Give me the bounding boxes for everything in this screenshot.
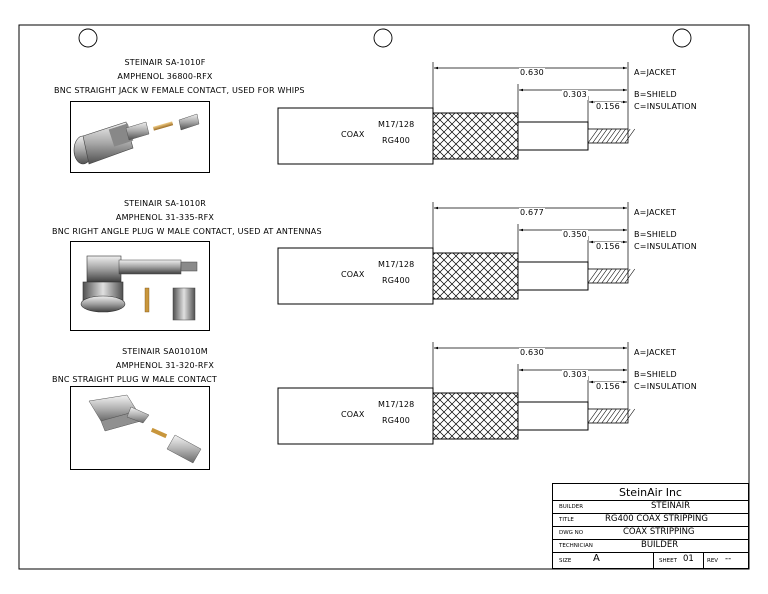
- cable-insulation-3: [517, 401, 589, 431]
- title-label: TITLE: [559, 517, 574, 523]
- sheet-label: SHEET: [659, 558, 677, 564]
- punch-hole-left: [78, 28, 98, 48]
- insulation-dim-1: 0.156: [595, 102, 621, 112]
- size-value: A: [593, 553, 600, 564]
- technician-value: BUILDER: [641, 540, 679, 550]
- insulation-dim-3: 0.156: [595, 382, 621, 392]
- connector-photo-1: [70, 101, 210, 173]
- part-number-1: STEINAIR SA-1010F: [124, 58, 206, 67]
- part-number-3: STEINAIR SA01010M: [122, 347, 208, 356]
- coax-label: COAX: [341, 270, 365, 279]
- shield-dim-1: 0.303: [562, 90, 588, 100]
- spec-label: M17/128: [378, 400, 415, 409]
- jacket-label: A=JACKET: [634, 68, 677, 77]
- size-label: SIZE: [559, 558, 572, 564]
- dwg-label: DWG NO: [559, 530, 584, 536]
- shield-label: B=SHIELD: [634, 230, 677, 239]
- type-label: RG400: [382, 276, 411, 285]
- cable-insulation-1: [517, 121, 589, 151]
- amphenol-number-1: AMPHENOL 36800-RFX: [117, 72, 213, 81]
- sheet-border: [18, 24, 750, 570]
- insulation-label: C=INSULATION: [634, 242, 697, 251]
- shield-dim-3: 0.303: [562, 370, 588, 380]
- coax-label: COAX: [341, 410, 365, 419]
- dwg-value: COAX STRIPPING: [623, 527, 695, 537]
- jacket-label: A=JACKET: [634, 208, 677, 217]
- shield-dim-2: 0.350: [562, 230, 588, 240]
- shield-label: B=SHIELD: [634, 90, 677, 99]
- rev-value: --: [725, 554, 732, 564]
- jacket-dim-1: 0.630: [519, 68, 545, 78]
- jacket-dim-3: 0.630: [519, 348, 545, 358]
- company-name: SteinAir Inc: [619, 486, 682, 499]
- punch-hole-center: [373, 28, 393, 48]
- bnc-straight-jack-photo-icon: [73, 113, 200, 165]
- rev-label: REV: [707, 558, 719, 564]
- insulation-label: C=INSULATION: [634, 102, 697, 111]
- type-label: RG400: [382, 136, 411, 145]
- connector-description-2: BNC RIGHT ANGLE PLUG W MALE CONTACT, USE…: [52, 227, 322, 236]
- conductor-strands-1: [587, 128, 636, 144]
- conductor-strands-2: [587, 268, 636, 284]
- builder-label: BUILDER: [559, 504, 584, 510]
- cable-shield-2: [432, 252, 519, 300]
- title-block: SteinAir Inc BUILDER STEINAIR TITLE RG40…: [552, 483, 749, 569]
- shield-label: B=SHIELD: [634, 370, 677, 379]
- coax-label: COAX: [341, 130, 365, 139]
- type-label: RG400: [382, 416, 411, 425]
- jacket-dim-2: 0.677: [519, 208, 545, 218]
- technician-label: TECHNICIAN: [559, 543, 593, 549]
- cable-shield-3: [432, 392, 519, 440]
- cable-shield-1: [432, 112, 519, 160]
- amphenol-number-3: AMPHENOL 31-320-RFX: [115, 361, 215, 370]
- jacket-label: A=JACKET: [634, 348, 677, 357]
- insulation-dim-2: 0.156: [595, 242, 621, 252]
- spec-label: M17/128: [378, 120, 415, 129]
- cable-jacket-1: [277, 107, 434, 165]
- amphenol-number-2: AMPHENOL 31-335-RFX: [115, 213, 215, 222]
- connector-photo-3: [70, 386, 210, 470]
- cable-jacket-3: [277, 387, 434, 445]
- spec-label: M17/128: [378, 260, 415, 269]
- insulation-label: C=INSULATION: [634, 382, 697, 391]
- cable-jacket-2: [277, 247, 434, 305]
- cable-insulation-2: [517, 261, 589, 291]
- connector-description-3: BNC STRAIGHT PLUG W MALE CONTACT: [52, 375, 217, 384]
- conductor-strands-3: [587, 408, 636, 424]
- bnc-right-angle-plug-photo-icon: [80, 255, 198, 321]
- connector-description-1: BNC STRAIGHT JACK W FEMALE CONTACT, USED…: [54, 86, 305, 95]
- sheet-value: 01: [683, 554, 694, 564]
- part-number-2: STEINAIR SA-1010R: [123, 199, 207, 208]
- punch-hole-right: [672, 28, 692, 48]
- connector-photo-2: [70, 241, 210, 331]
- title-value: RG400 COAX STRIPPING: [605, 514, 708, 524]
- builder-value: STEINAIR: [651, 501, 691, 511]
- bnc-straight-plug-photo-icon: [88, 394, 202, 464]
